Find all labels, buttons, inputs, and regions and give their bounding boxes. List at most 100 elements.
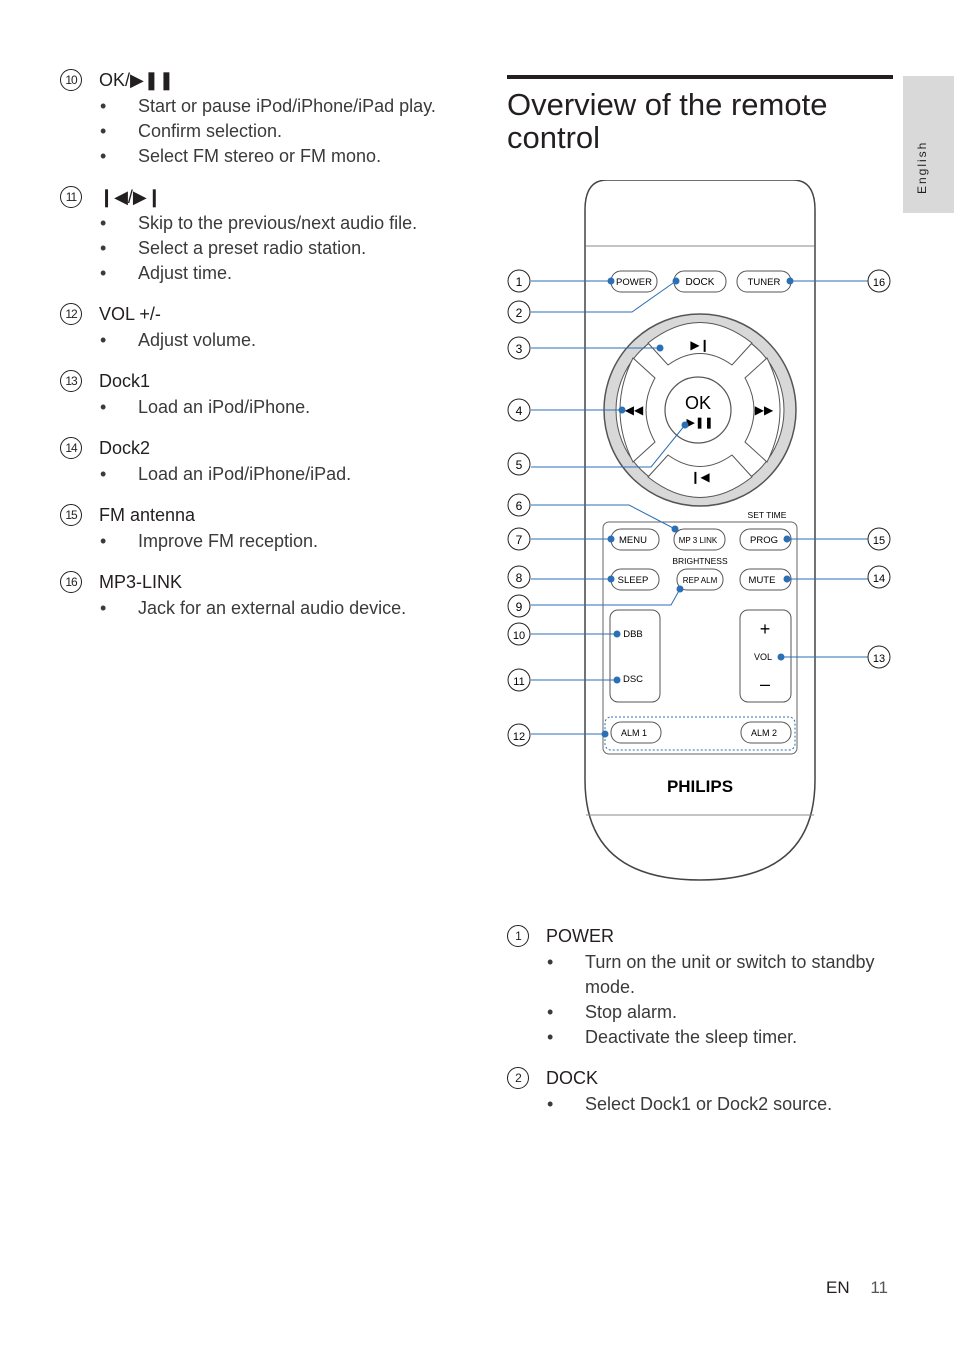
play-pause-icon: ▶❚❚: [687, 417, 714, 429]
prog-label: PROG: [750, 535, 778, 546]
callout-number: 5: [516, 458, 523, 472]
vol-minus-label: –: [760, 674, 770, 694]
rewind-icon: ◀◀: [625, 403, 644, 417]
sleep-label: SLEEP: [618, 575, 649, 586]
menu-label: MENU: [619, 535, 647, 546]
item-power: 1 POWER Turn on the unit or switch to sta…: [507, 922, 893, 1050]
right-column: Overview of the remote control POWER DOC…: [507, 75, 893, 881]
item-number: 12: [60, 303, 82, 325]
bullet: Stop alarm.: [507, 1000, 893, 1025]
footer-language: EN: [826, 1278, 850, 1297]
item-title: ❙◀/▶❙: [99, 186, 162, 207]
bottom-items: 1 POWER Turn on the unit or switch to sta…: [507, 922, 893, 1131]
item-mp3-link: 16 MP3-LINK Jack for an external audio de…: [60, 568, 460, 621]
dsc-label: DSC: [623, 674, 643, 685]
callout-lines: [531, 280, 868, 735]
callout-numbers-left: 1 2 3 4 5 6 7 8 9 10 11 12: [507, 269, 531, 747]
callout-number: 7: [516, 533, 523, 547]
item-title: MP3-LINK: [99, 571, 183, 592]
tuner-label: TUNER: [748, 277, 781, 288]
vol-label: VOL: [754, 652, 772, 662]
item-number: 10: [60, 69, 82, 91]
bullet: Select FM stereo or FM mono.: [60, 144, 460, 169]
item-number: 16: [60, 571, 82, 593]
callout-number: 1: [516, 275, 523, 289]
dbb-label: DBB: [623, 629, 643, 640]
mp3-link-label: MP 3 LINK: [679, 536, 718, 545]
item-dock2: 14 Dock2 Load an iPod/iPhone/iPad.: [60, 434, 460, 487]
fast-forward-button[interactable]: [744, 357, 781, 463]
heading-rule: [507, 75, 893, 79]
bullet: Turn on the unit or switch to standby mo…: [507, 950, 893, 1000]
set-time-label: SET TIME: [748, 510, 787, 520]
bullet: Deactivate the sleep timer.: [507, 1025, 893, 1050]
callout-number: 4: [516, 404, 523, 418]
item-title: Dock1: [99, 370, 151, 391]
callout-number: 14: [873, 573, 885, 585]
callout-number: 3: [516, 342, 523, 356]
item-title: Dock2: [99, 437, 151, 458]
bullet: Jack for an external audio device.: [60, 596, 460, 621]
callout-number: 10: [513, 630, 525, 642]
ok-button[interactable]: [664, 376, 732, 444]
bullet: Improve FM reception.: [60, 529, 460, 554]
item-skip: 11❙◀/▶❙ Skip to the previous/next audio …: [60, 183, 460, 286]
bullet: Confirm selection.: [60, 119, 460, 144]
item-title: OK/▶❚❚: [99, 69, 175, 90]
page-title: Overview of the remote control: [507, 87, 828, 155]
alm2-button[interactable]: [740, 721, 792, 744]
item-number: 1: [507, 925, 529, 947]
callout-number: 11: [513, 676, 524, 688]
alm2-label: ALM 2: [751, 728, 777, 738]
item-dock1: 13 Dock1 Load an iPod/iPhone.: [60, 367, 460, 420]
callout-number: 15: [873, 535, 885, 547]
mp3-link-button[interactable]: [673, 528, 726, 551]
item-title: DOCK: [546, 1067, 599, 1088]
brightness-label: BRIGHTNESS: [672, 556, 728, 566]
language-tab: English: [903, 76, 954, 213]
item-number: 15: [60, 504, 82, 526]
callout-dots: [601, 277, 794, 738]
callout-number: 12: [513, 731, 525, 743]
callout-numbers-right: 16 15 14 13: [867, 269, 891, 669]
item-number: 2: [507, 1067, 529, 1089]
rewind-button[interactable]: [619, 357, 656, 463]
rep-alm-button[interactable]: [676, 568, 724, 591]
previous-icon: ❙◀: [690, 470, 710, 484]
volume-rocker[interactable]: [739, 609, 792, 703]
bullet: Select a preset radio station.: [60, 236, 460, 261]
bullet: Adjust time.: [60, 261, 460, 286]
bullet: Select Dock1 or Dock2 source.: [507, 1092, 893, 1117]
alarm-group: [604, 716, 796, 751]
item-title: VOL +/-: [99, 303, 161, 324]
item-dock: 2 DOCK Select Dock1 or Dock2 source.: [507, 1064, 893, 1117]
bullet: Load an iPod/iPhone.: [60, 395, 460, 420]
remote-svg: POWER DOCK TUNER ▶❙ ❙◀ ◀◀ ▶▶ OK ▶❚❚ SET …: [507, 179, 891, 881]
page-number: 11: [870, 1278, 889, 1297]
item-title: FM antenna: [99, 504, 196, 525]
item-number: 13: [60, 370, 82, 392]
callout-number: 16: [873, 277, 885, 289]
item-number: 14: [60, 437, 82, 459]
rep-alm-label: REP ALM: [683, 576, 718, 585]
bullet: Skip to the previous/next audio file.: [60, 211, 460, 236]
dbb-dsc-button[interactable]: [609, 609, 661, 703]
power-label: POWER: [616, 277, 652, 288]
fast-forward-icon: ▶▶: [755, 403, 774, 417]
alm1-button[interactable]: [610, 721, 662, 744]
remote-diagram: POWER DOCK TUNER ▶❙ ❙◀ ◀◀ ▶▶ OK ▶❚❚ SET …: [507, 179, 893, 885]
mute-label: MUTE: [749, 575, 776, 586]
philips-logo: PHILIPS: [667, 777, 733, 796]
callout-number: 6: [516, 499, 523, 513]
ok-label: OK: [685, 393, 711, 413]
alm1-label: ALM 1: [621, 728, 647, 738]
item-title: POWER: [546, 925, 615, 946]
play-pause-button[interactable]: [647, 322, 753, 366]
callout-number: 13: [873, 653, 885, 665]
prev-button[interactable]: [647, 454, 753, 498]
dock-label: DOCK: [686, 277, 715, 288]
bullet: Load an iPod/iPhone/iPad.: [60, 462, 460, 487]
callout-number: 2: [516, 306, 523, 320]
